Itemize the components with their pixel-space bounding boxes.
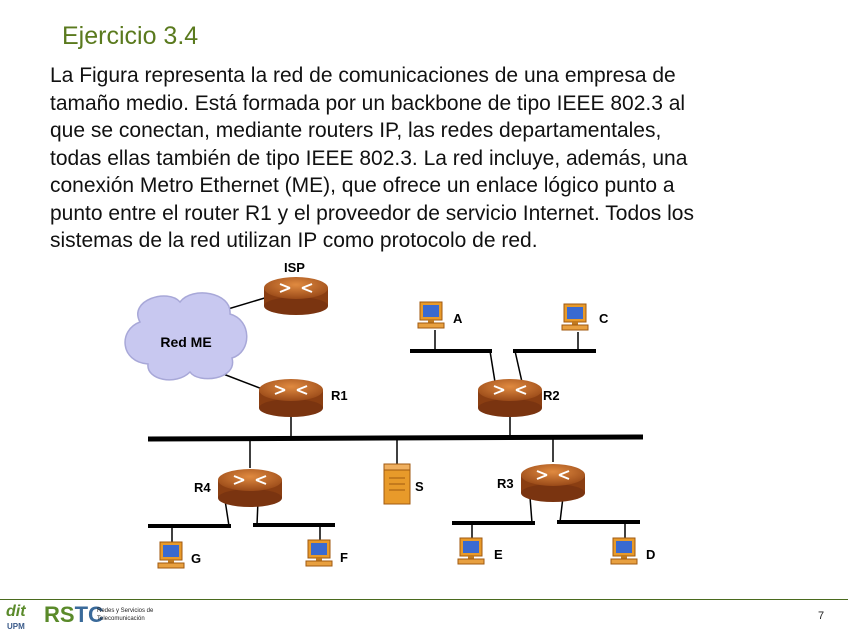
logo-subtitle: Redes y Servicios de Telecomunicación xyxy=(97,608,154,622)
logo-dit: dit xyxy=(6,603,26,620)
body-line: punto entre el router R1 y el proveedor … xyxy=(50,201,694,225)
label-s: S xyxy=(415,479,424,494)
logo-rstc-rs: RS xyxy=(44,602,75,627)
body-line: que se conectan, mediante routers IP, la… xyxy=(50,119,662,142)
computer-icon-g xyxy=(157,541,185,569)
label-a: A xyxy=(453,311,463,326)
label-g: G xyxy=(191,551,201,566)
body-line: sistemas de la red utilizan IP como prot… xyxy=(50,229,538,252)
logo-upm: UPM xyxy=(7,622,25,631)
label-c: C xyxy=(599,311,609,326)
cloud-icon xyxy=(124,292,248,381)
logo-rstc: RSTC xyxy=(44,602,104,628)
body-line: tamaño medio. Está formada por un backbo… xyxy=(50,91,686,115)
link-r2-lan-a xyxy=(489,350,496,383)
label-r4: R4 xyxy=(194,480,211,495)
router-icon-r4 xyxy=(217,468,283,508)
label-r3: R3 xyxy=(497,476,514,491)
computer-icon-d xyxy=(610,537,638,565)
label-e: E xyxy=(494,547,503,562)
body-line: La Figura representa la red de comunicac… xyxy=(50,64,676,87)
link-r4-lan-g xyxy=(224,499,230,527)
page-number: 7 xyxy=(818,610,825,622)
slide-title: Ejercicio 3.4 xyxy=(62,22,199,50)
router-icon-isp xyxy=(263,276,329,316)
computer-icon-c xyxy=(561,303,589,331)
label-isp: ISP xyxy=(284,260,305,275)
body-line: conexión Metro Ethernet (ME), que ofrece… xyxy=(50,174,675,197)
footer-divider xyxy=(0,599,848,600)
backbone-segment xyxy=(147,434,644,442)
label-r2: R2 xyxy=(543,388,560,403)
label-d: D xyxy=(646,547,655,562)
slide-body-text: La Figura representa la red de comunicac… xyxy=(50,62,840,252)
logo-rstc-tc: TC xyxy=(74,602,104,627)
router-icon-r2 xyxy=(477,378,543,418)
computer-icon-f xyxy=(305,539,333,567)
cloud-label: Red ME xyxy=(160,334,211,350)
body-line: todas ellas también de tipo IEEE 802.3. … xyxy=(50,146,688,170)
link-r2-lan-c xyxy=(514,350,523,383)
label-f: F xyxy=(340,550,348,565)
server-icon xyxy=(383,463,411,505)
router-icon-r1 xyxy=(258,378,324,418)
computer-icon-a xyxy=(417,301,445,329)
link-r3-lan-e xyxy=(529,496,533,524)
label-r1: R1 xyxy=(331,388,348,403)
computer-icon-e xyxy=(457,537,485,565)
router-icon-r3 xyxy=(520,463,586,503)
